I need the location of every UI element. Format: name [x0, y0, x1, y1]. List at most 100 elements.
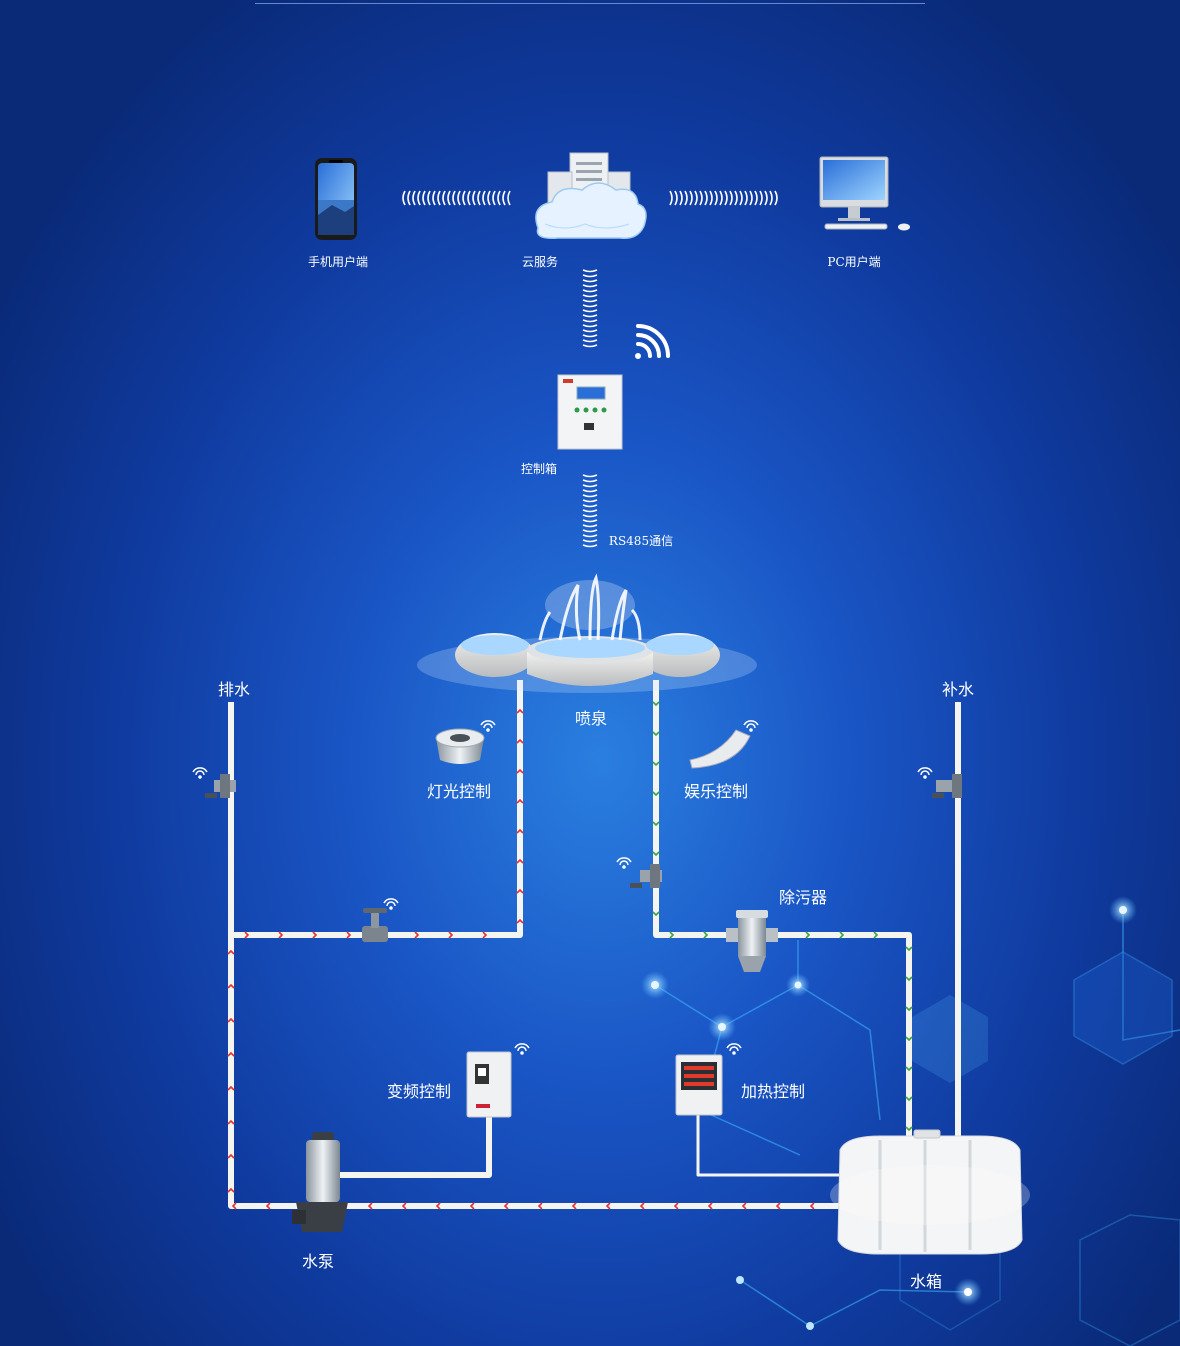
flow-arrow [707, 1202, 713, 1210]
link-cloud-to-controlbox [582, 269, 598, 348]
flow-arrow [265, 1202, 271, 1210]
flow-arrow [227, 1153, 235, 1159]
flow-arrow [516, 798, 524, 804]
entertainment-control-label: 娱乐控制 [683, 782, 749, 801]
pc-client-label: PC用户端 [827, 255, 881, 269]
vfd-control-label: 变频控制 [386, 1082, 452, 1101]
flow-arrow [516, 708, 524, 714]
gate-valve-icon [362, 908, 388, 942]
phone-icon [315, 158, 357, 240]
flow-arrow [227, 983, 235, 989]
flow-arrow [537, 1202, 543, 1210]
pc-monitor-icon [819, 156, 910, 231]
wireless-link-right [669, 190, 778, 206]
hexagon-decoration [912, 995, 988, 1083]
wifi-small-icon [726, 1043, 742, 1055]
control-box-icon [557, 374, 623, 450]
flow-arrow [652, 911, 660, 917]
refill-label: 补水 [941, 680, 975, 699]
flow-arrow [516, 828, 524, 834]
flow-arrow [482, 931, 488, 939]
tank-label: 水箱 [909, 1272, 943, 1291]
entertainment-nozzle-icon [689, 729, 751, 769]
flow-arrow [805, 931, 811, 939]
underwater-light-icon [435, 728, 485, 764]
wifi-small-icon [917, 767, 933, 779]
wifi-small-icon [514, 1043, 530, 1055]
strainer-filter-icon [726, 910, 778, 972]
fountain-label: 喷泉 [574, 709, 608, 728]
wifi-small-icon [743, 720, 759, 732]
flow-arrow [571, 1202, 577, 1210]
pipe-network [228, 680, 961, 1209]
wifi-icon [635, 324, 670, 359]
flow-arrow [516, 858, 524, 864]
flow-arrow [227, 1017, 235, 1023]
flow-arrow [448, 931, 454, 939]
wifi-small-icon [480, 720, 496, 732]
water-tank-icon [830, 1129, 1030, 1255]
flow-arrow [516, 888, 524, 894]
flow-arrow [435, 1202, 441, 1210]
flow-arrow [741, 1202, 747, 1210]
control-box-label: 控制箱 [520, 462, 558, 476]
flow-arrow [227, 1051, 235, 1057]
filter-label: 除污器 [778, 888, 828, 907]
flow-arrow [278, 931, 284, 939]
flow-arrow [227, 1187, 235, 1193]
top-border-line [255, 0, 925, 4]
flow-arrow [227, 1119, 235, 1125]
flow-arrow [367, 1202, 373, 1210]
flow-arrow [809, 1202, 815, 1210]
flow-arrow [652, 761, 660, 767]
flow-arrow [652, 701, 660, 707]
fountain-icon [417, 573, 757, 693]
flow-arrow [414, 931, 420, 939]
flow-arrow [227, 1085, 235, 1091]
flow-arrow [605, 1202, 611, 1210]
flow-arrow [905, 1126, 913, 1132]
flow-arrow [652, 791, 660, 797]
flow-arrow [905, 976, 913, 982]
flow-arrow [905, 1066, 913, 1072]
drain-valve-icon [205, 774, 236, 798]
flow-arrow [905, 946, 913, 952]
flow-arrow [639, 1202, 645, 1210]
supply-valve-icon [630, 864, 662, 888]
heating-control-label: 加热控制 [740, 1082, 806, 1101]
hexagon-decoration [1074, 952, 1172, 1064]
drain-label: 排水 [217, 680, 251, 699]
flow-arrow [346, 931, 352, 939]
flow-arrow [873, 931, 879, 939]
flow-arrow [516, 738, 524, 744]
wifi-small-icon [616, 857, 632, 869]
phone-client-label: 手机用户端 [307, 255, 369, 269]
submersible-pump-icon [292, 1132, 348, 1232]
rs485-label: RS485通信 [608, 534, 674, 548]
flow-arrow [669, 931, 675, 939]
flow-arrow [516, 918, 524, 924]
flow-arrow [775, 1202, 781, 1210]
flow-arrow [905, 1096, 913, 1102]
flow-arrow [652, 731, 660, 737]
flow-arrow [652, 851, 660, 857]
cloud-server-icon [535, 152, 647, 240]
flow-arrow [905, 1036, 913, 1042]
heating-controller-icon [675, 1054, 723, 1116]
cloud-service-label: 云服务 [521, 255, 559, 269]
wireless-link-left [402, 190, 511, 206]
flow-arrow [673, 1202, 679, 1210]
flow-arrow [312, 931, 318, 939]
flow-arrow [703, 931, 709, 939]
flow-arrow [516, 768, 524, 774]
wifi-small-icon [383, 898, 399, 910]
pump-label: 水泵 [301, 1252, 335, 1271]
refill-valve-icon [932, 774, 962, 798]
link-controlbox-to-fountain [582, 474, 598, 548]
flow-arrow [905, 1006, 913, 1012]
wifi-small-icon [192, 767, 208, 779]
flow-arrow [503, 1202, 509, 1210]
flow-arrow [469, 1202, 475, 1210]
flow-arrow [227, 949, 235, 955]
